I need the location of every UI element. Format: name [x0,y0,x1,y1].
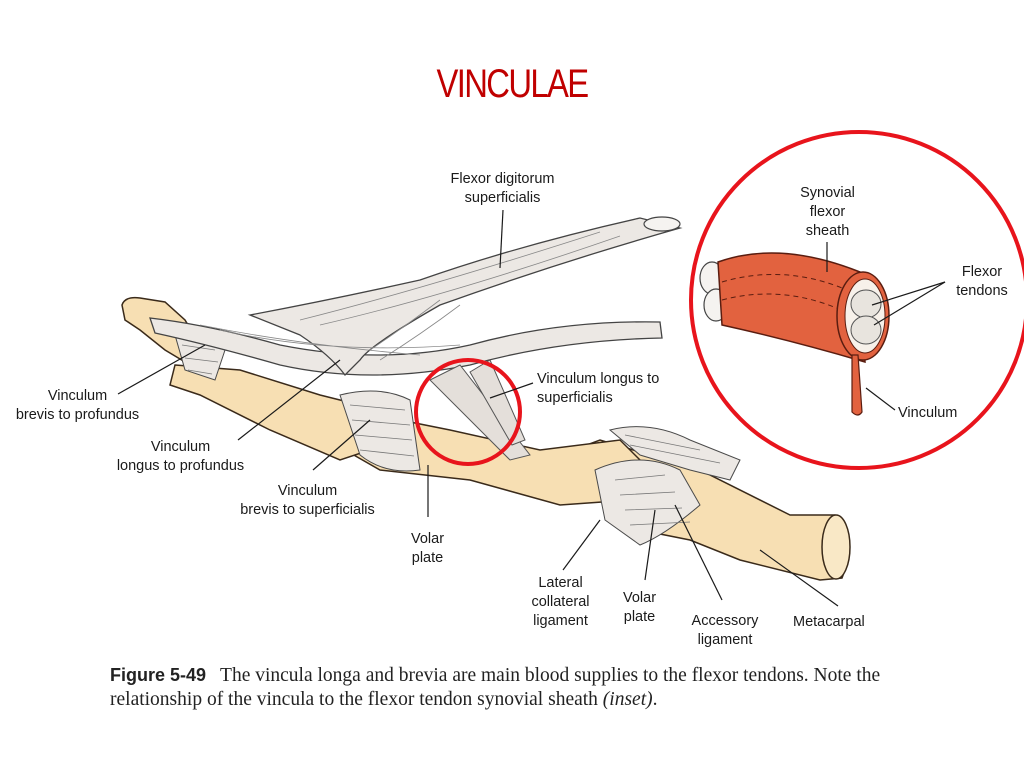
superficialis-tendon [247,217,683,376]
label-vinculum-brevis-to-profundus: Vinculum brevis to profundus [0,387,155,425]
label-line: plate [623,609,656,625]
label-vinculum-longus-to-profundus: Vinculum longus to profundus [98,438,263,476]
inset-sheath-drawing [699,252,890,416]
label-vinculum-longus-to-superficialis: Vinculum longus to superficialis [537,370,659,408]
label-line: ligament [697,632,753,648]
label-inset-vinculum: Vinculum [898,404,957,423]
label-line: superficialis [464,190,541,206]
label-volar-plate-proximal: Volar plate [612,589,667,627]
label-line: plate [411,550,444,566]
tendon-fibres [199,231,621,361]
label-line: sheath [805,223,850,239]
label-line: ligament [533,613,588,629]
label-line: Vinculum [277,483,338,499]
label-volar-plate-middle: Volar plate [400,530,455,568]
label-line: superficialis [537,390,613,406]
label-line: tendons [956,283,1008,299]
label-line: brevis to profundus [15,407,140,423]
label-line: Synovial [800,185,855,201]
label-line: Vinculum [898,405,958,421]
label-lateral-collateral-ligament: Lateral collateral ligament [518,574,603,631]
label-line: Vinculum [150,439,211,455]
flexor-tendon-cross-section-2 [850,315,882,345]
label-line: Metacarpal [793,614,865,630]
vincula [429,359,531,461]
label-flexor-digitorum-superficialis: Flexor digitorum superficialis [420,170,585,208]
profundus-tendon [149,317,663,376]
leader-lines [117,209,946,607]
label-line: flexor [809,204,846,220]
label-flexor-tendons: Flexor tendons [946,263,1018,301]
label-line: Lateral [538,575,583,591]
vincula-highlight-circle [414,358,522,466]
label-line: longus to profundus [116,458,245,474]
label-line: collateral [531,594,590,610]
label-metacarpal: Metacarpal [793,613,865,632]
label-synovial-flexor-sheath: Synovial flexor sheath [790,184,865,241]
figure-number: Figure 5-49 [110,665,207,685]
inset-vinculum [851,354,863,416]
label-line: Flexor [961,264,1003,280]
label-line: Flexor digitorum [450,171,555,187]
label-vinculum-brevis-to-superficialis: Vinculum brevis to superficialis [220,482,395,520]
label-line: Volar [622,590,657,606]
label-line: Vinculum [47,388,108,404]
slide-title: VINCULAE [436,62,590,106]
caption-end: . [652,689,658,710]
caption-text: The vincula longa and brevia are main bl… [110,665,881,710]
caption-inset-note: (inset) [602,689,653,710]
middle-phalanx [169,364,371,461]
superficialis-tendon-end [643,216,681,232]
label-line: Volar [410,531,445,547]
label-line: brevis to superficialis [240,502,375,518]
ligament-striations [181,344,721,526]
label-line: Accessory [691,613,759,629]
metacarpal-head-end [821,514,851,580]
synovial-sheath [717,252,866,364]
label-line: Vinculum longus to [537,371,660,387]
volar-plate-ligaments [174,333,741,546]
label-accessory-ligament: Accessory ligament [680,612,770,650]
